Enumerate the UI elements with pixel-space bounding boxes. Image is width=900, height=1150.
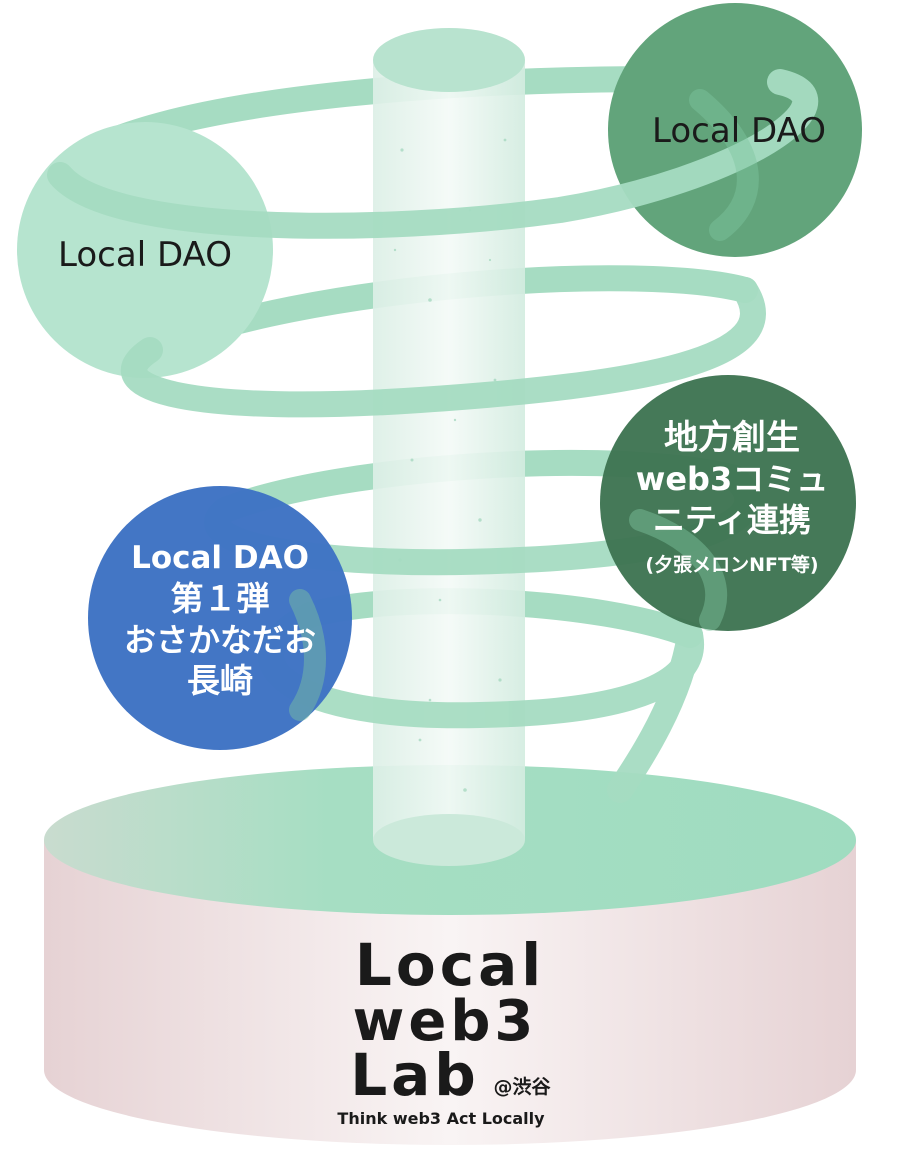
bubble-right-text: 地方創生 web3コミュ ニティ連携 (夕張メロンNFT等) [636,418,828,576]
stage-side [44,840,856,1145]
bubble-left [88,486,352,750]
logo-line-local: Local [355,931,545,999]
logo-location: @渋谷 [493,1075,551,1098]
logo-line-lab: Lab [350,1041,480,1109]
bubble-right-line1: 地方創生 [664,418,800,458]
bubble-right-line4: (夕張メロンNFT等) [645,553,818,576]
bubble-top-right-label: Local DAO [652,111,826,151]
bubble-left-line3: おさかなだお [124,621,316,659]
logo-tagline: Think web3 Act Locally [337,1109,545,1128]
bubble-left-text: Local DAO 第１弾 おさかなだお 長崎 [124,540,316,700]
bubble-top-left-label: Local DAO [58,235,232,275]
logo-line-web3: web3 [353,989,538,1054]
bubble-right-line2: web3コミュ [636,460,828,498]
local-web3-lab-logo: Local web3 Lab @渋谷 Think web3 Act Locall… [337,931,551,1128]
bubble-left-line1: Local DAO [131,540,309,576]
central-pillar [373,28,525,866]
bubble-right-line3: ニティ連携 [653,501,811,539]
bubble-right [600,375,856,631]
spiral-overlap [289,89,759,721]
bubble-left-line2: 第１弾 [171,579,270,618]
bubble-left-line4: 長崎 [187,661,253,700]
